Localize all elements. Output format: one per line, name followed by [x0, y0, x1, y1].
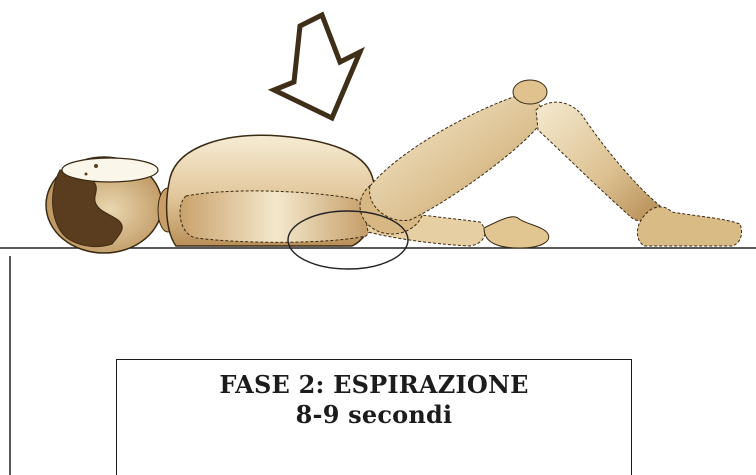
arrow-down-icon — [274, 15, 360, 118]
mannequin-thigh — [370, 95, 542, 220]
mannequin-foot — [637, 207, 741, 246]
caption-box: FASE 2: ESPIRAZIONE 8-9 secondi — [116, 359, 632, 475]
mannequin-knee — [513, 80, 547, 104]
mannequin-shin — [536, 102, 660, 221]
mannequin-head — [46, 157, 162, 253]
phase-duration: 8-9 secondi — [117, 400, 631, 430]
phase-title: FASE 2: ESPIRAZIONE — [117, 370, 631, 400]
